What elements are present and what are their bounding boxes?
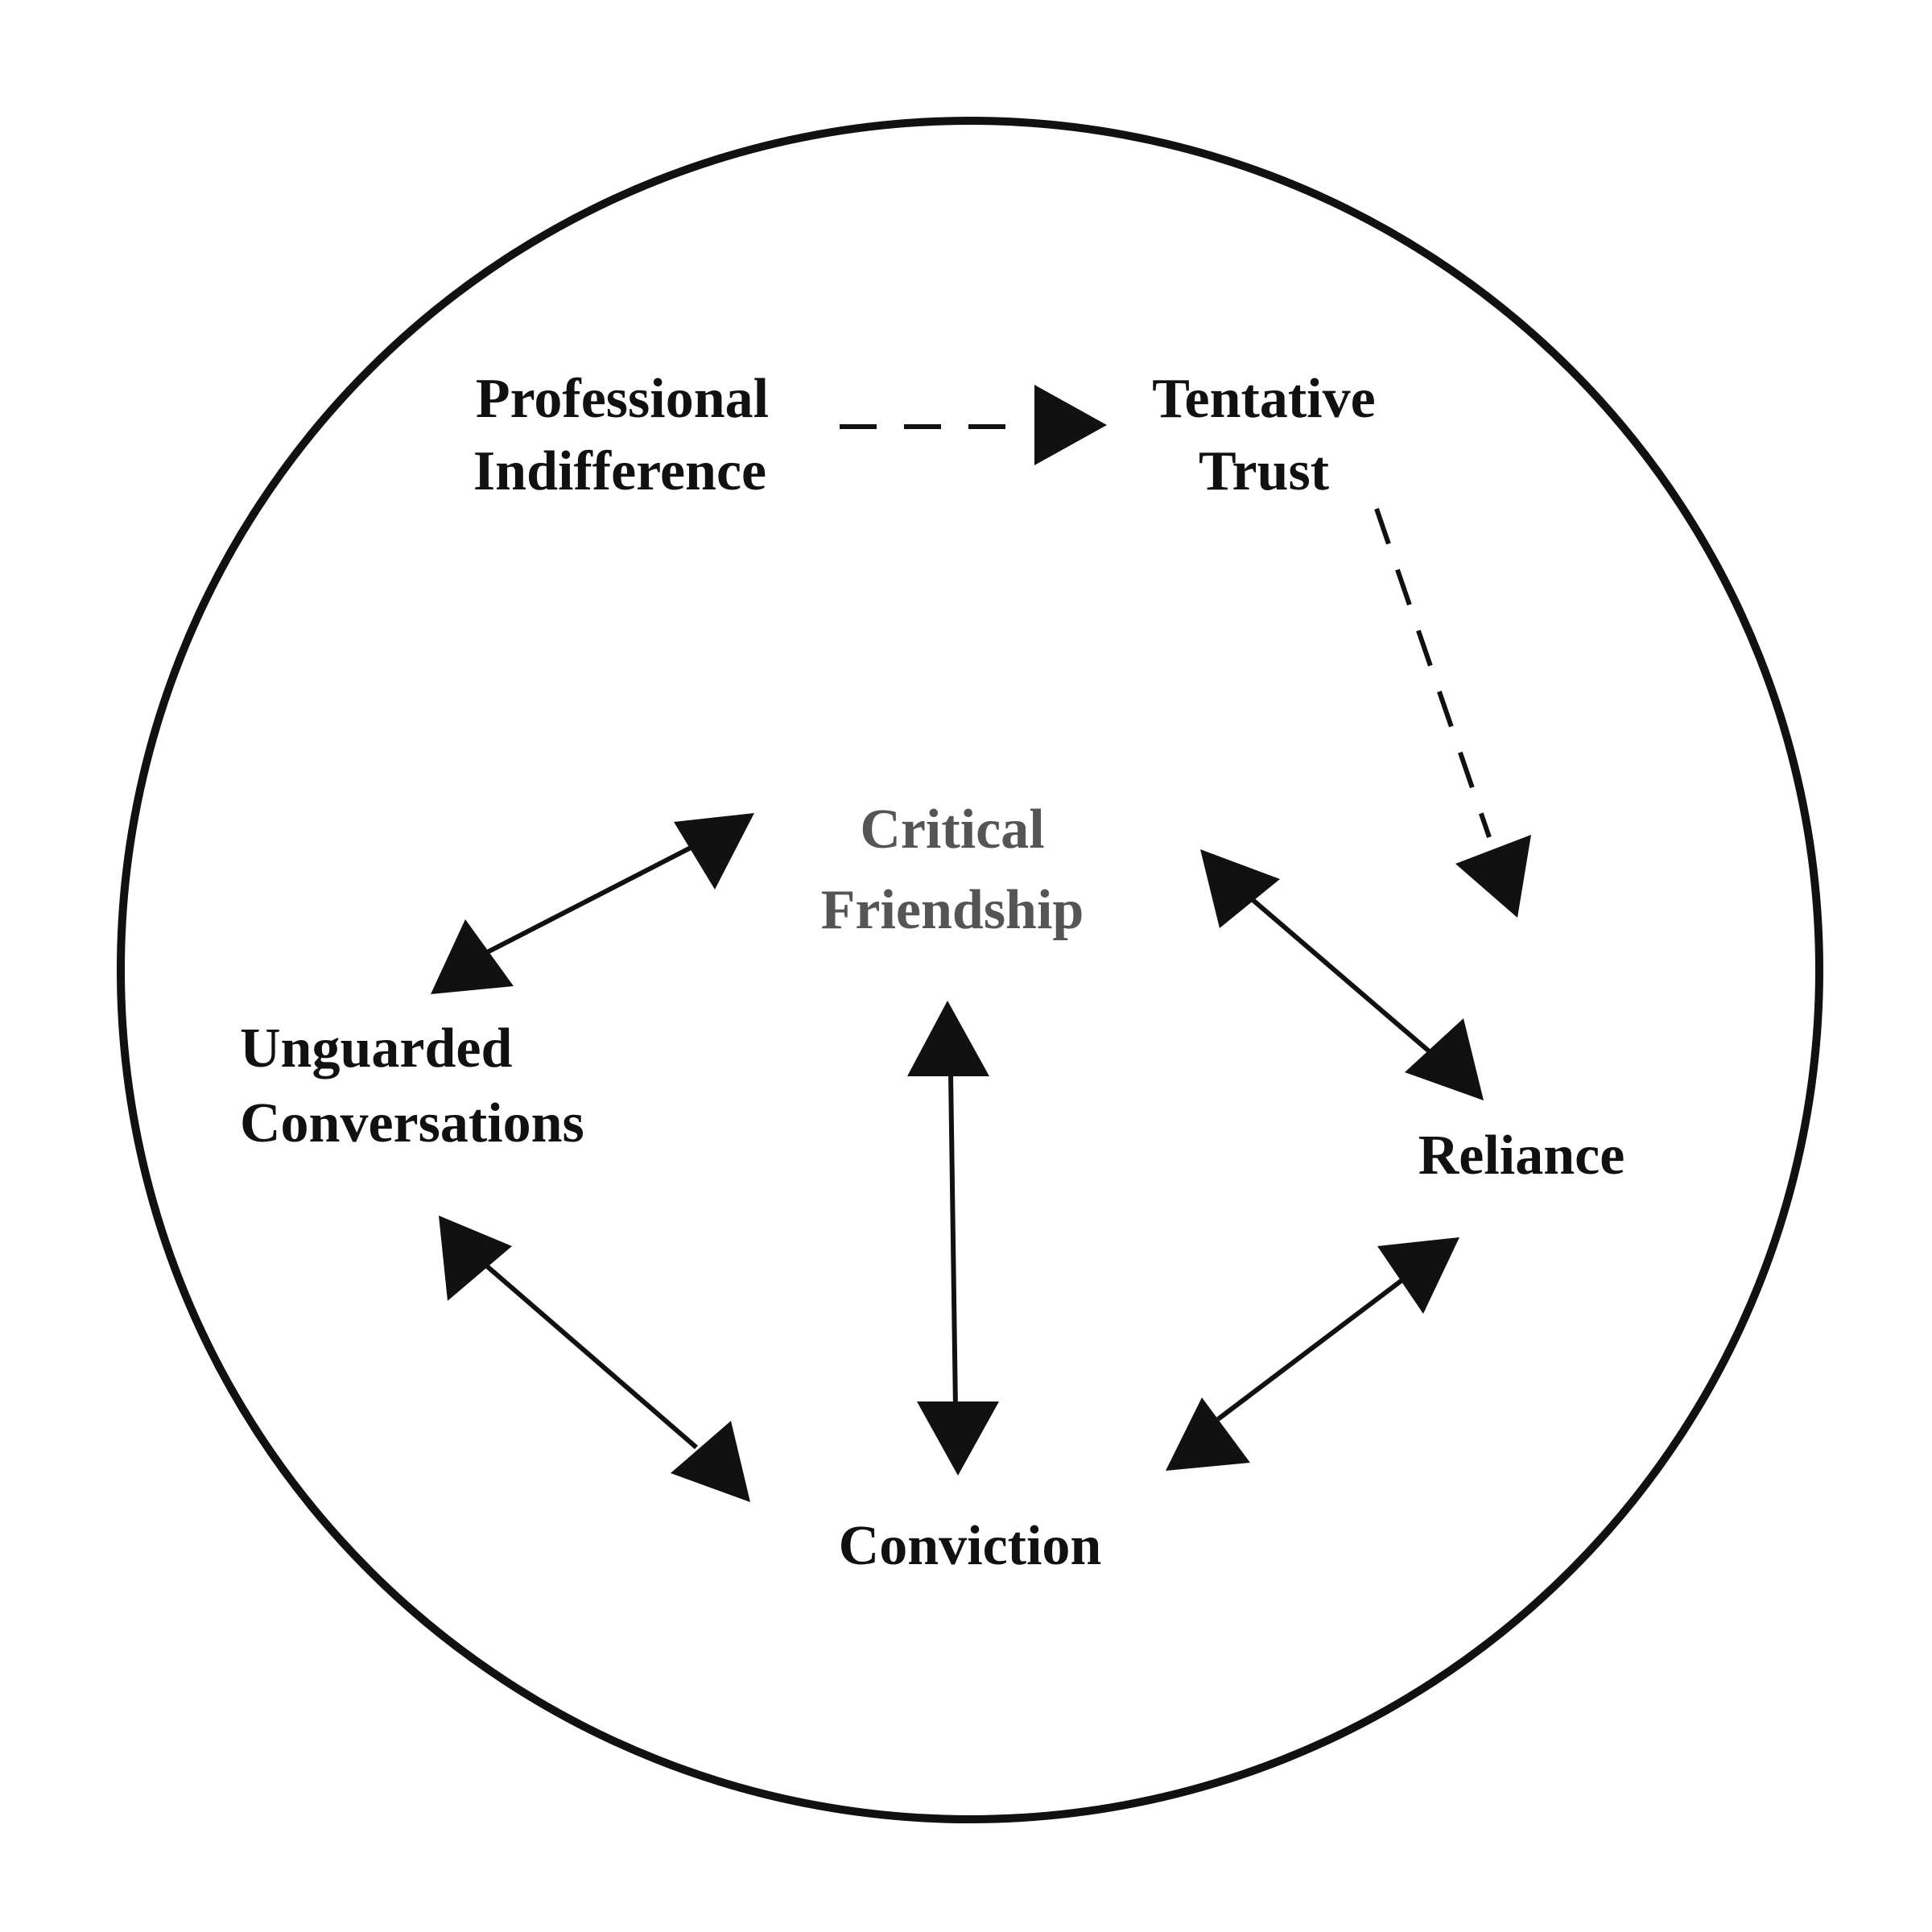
edge-line: [1374, 508, 1492, 838]
arrow-head: [1405, 1018, 1484, 1100]
node-tentative-trust-line2: Trust: [1199, 440, 1329, 502]
node-conviction: Conviction: [839, 1515, 1102, 1577]
edge-reliance-conviction: [1166, 1237, 1459, 1471]
arrow-head: [1377, 1237, 1459, 1314]
node-professional-indifference-line2: Indifference: [473, 440, 766, 502]
edge-critical-friendship-conviction: [907, 1001, 999, 1476]
arrow-head: [907, 1001, 989, 1076]
edge-unguarded-conversations-conviction: [439, 1216, 750, 1502]
edge-line: [485, 1264, 698, 1450]
node-tentative-trust-line1: Tentative: [1152, 368, 1375, 430]
edge-line: [1244, 891, 1435, 1057]
arrow-head: [431, 919, 514, 994]
node-reliance-line1: Reliance: [1418, 1125, 1625, 1187]
node-professional-indifference: Professional Indifference: [473, 368, 769, 502]
node-unguarded-conversations-line1: Unguarded: [240, 1018, 512, 1080]
node-critical-friendship-line2: Friendship: [821, 879, 1084, 941]
node-reliance: Reliance: [1418, 1125, 1625, 1187]
arrow-head: [674, 813, 754, 890]
edge-critical-friendship-unguarded-conversations: [431, 813, 754, 994]
outer-circle: [117, 117, 1823, 1823]
arrow-head: [917, 1402, 999, 1476]
node-professional-indifference-line1: Professional: [476, 368, 769, 430]
node-unguarded-conversations: Unguarded Conversations: [240, 1018, 584, 1154]
edge-tentative-trust-to-reliance: [1374, 508, 1531, 918]
arrow-head: [671, 1421, 750, 1502]
edge-line: [1216, 1278, 1404, 1422]
arrow-head: [1034, 385, 1107, 465]
arrow-head: [439, 1216, 512, 1301]
edge-professional-indifference-to-tentative-trust: [840, 385, 1107, 465]
edge-line: [485, 844, 694, 955]
node-critical-friendship: Critical Friendship: [821, 799, 1084, 941]
edge-critical-friendship-reliance: [1200, 849, 1484, 1100]
node-unguarded-conversations-line2: Conversations: [240, 1092, 584, 1154]
node-conviction-line1: Conviction: [839, 1515, 1102, 1577]
arrow-head: [1455, 835, 1531, 918]
arrow-head: [1200, 849, 1280, 928]
node-tentative-trust: Tentative Trust: [1152, 368, 1375, 502]
edge-line: [948, 1072, 958, 1410]
arrow-head: [1166, 1397, 1250, 1471]
node-critical-friendship-line1: Critical: [860, 799, 1044, 861]
